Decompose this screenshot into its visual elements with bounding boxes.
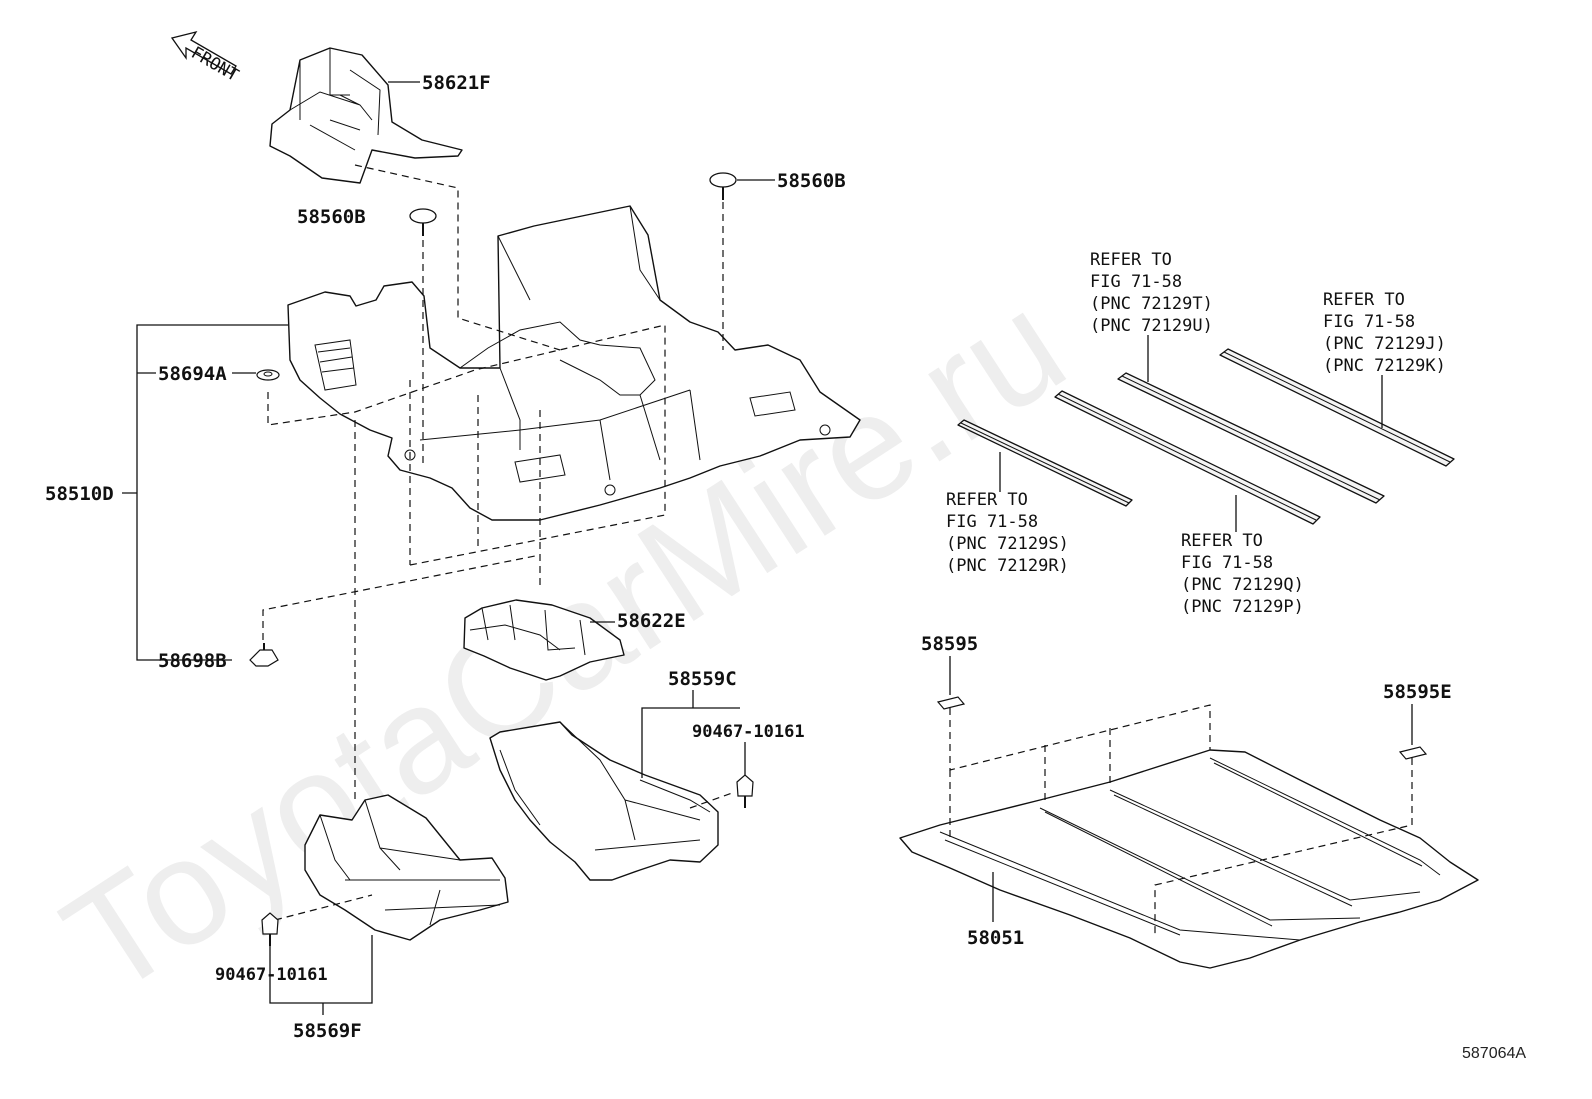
refer-note-tu: REFER TO FIG 71-58 (PNC 72129T) (PNC 721… xyxy=(1090,250,1213,336)
refer-note-qp: REFER TO FIG 71-58 (PNC 72129Q) (PNC 721… xyxy=(1181,531,1304,617)
part-number-58051[interactable]: 58051 xyxy=(967,927,1024,949)
part-58559C[interactable] xyxy=(489,721,719,881)
refer-note-jk-line1: REFER TO xyxy=(1323,290,1405,310)
bracket-58569F xyxy=(269,935,373,1004)
assembly-guide-lines-rear xyxy=(949,704,1413,935)
clip-90467-left-icon[interactable] xyxy=(261,912,279,946)
refer-note-sr: REFER TO FIG 71-58 (PNC 72129S) (PNC 721… xyxy=(946,490,1069,576)
guide-90467-right xyxy=(689,791,736,809)
refer-note-tu-line2: FIG 71-58 xyxy=(1090,272,1182,292)
refer-note-sr-line2: FIG 71-58 xyxy=(946,512,1038,532)
part-58051[interactable] xyxy=(899,749,1479,969)
part-number-58560B-left[interactable]: 58560B xyxy=(297,206,366,228)
clip-58595E-icon[interactable] xyxy=(1398,746,1428,760)
refer-note-qp-line1: REFER TO xyxy=(1181,531,1263,551)
part-number-58698B[interactable]: 58698B xyxy=(158,650,227,672)
refer-note-tu-line4: (PNC 72129U) xyxy=(1090,316,1213,336)
refer-note-jk-line2: FIG 71-58 xyxy=(1323,312,1415,332)
sill-strip-jk[interactable] xyxy=(1219,348,1455,467)
clip-58698B-icon[interactable] xyxy=(249,643,279,667)
bracket-58510D xyxy=(122,324,288,661)
refer-note-tu-line3: (PNC 72129T) xyxy=(1090,294,1213,314)
part-58622E[interactable] xyxy=(463,599,625,681)
part-number-90467-right[interactable]: 90467-10161 xyxy=(692,722,805,742)
front-label: FRONT xyxy=(188,43,242,86)
refer-note-tu-line1: REFER TO xyxy=(1090,250,1172,270)
bracket-58559C xyxy=(641,707,740,778)
diagram-code: 587064A xyxy=(1462,1045,1526,1062)
assembly-guide-lines xyxy=(262,164,724,800)
guide-90467-left xyxy=(274,894,373,921)
refer-note-jk: REFER TO FIG 71-58 (PNC 72129J) (PNC 721… xyxy=(1323,290,1446,376)
sill-strip-tu[interactable] xyxy=(1117,372,1385,504)
part-number-58595[interactable]: 58595 xyxy=(921,633,978,655)
clip-58595-icon[interactable] xyxy=(936,696,966,710)
clip-58560B-right-icon[interactable] xyxy=(709,172,737,200)
part-number-58694A[interactable]: 58694A xyxy=(158,363,227,385)
clip-58560B-left-icon[interactable] xyxy=(409,208,437,236)
part-number-58569F[interactable]: 58569F xyxy=(293,1020,362,1042)
part-number-58559C[interactable]: 58559C xyxy=(668,668,737,690)
clip-90467-right-icon[interactable] xyxy=(736,774,754,808)
grommet-58694A-icon[interactable] xyxy=(256,369,280,381)
part-number-90467-left[interactable]: 90467-10161 xyxy=(215,965,328,985)
refer-note-sr-line4: (PNC 72129R) xyxy=(946,556,1069,576)
refer-note-qp-line2: FIG 71-58 xyxy=(1181,553,1273,573)
refer-note-sr-line1: REFER TO xyxy=(946,490,1028,510)
refer-note-jk-line4: (PNC 72129K) xyxy=(1323,356,1446,376)
part-number-58510D[interactable]: 58510D xyxy=(45,483,114,505)
sill-strip-qp[interactable] xyxy=(1054,390,1321,525)
front-arrow-icon xyxy=(170,30,237,75)
part-number-58622E[interactable]: 58622E xyxy=(617,610,686,632)
refer-note-sr-line3: (PNC 72129S) xyxy=(946,534,1069,554)
part-58569F[interactable] xyxy=(304,794,509,941)
part-number-58560B-right[interactable]: 58560B xyxy=(777,170,846,192)
part-58621F[interactable] xyxy=(269,47,463,184)
refer-note-jk-line3: (PNC 72129J) xyxy=(1323,334,1446,354)
sill-strip-sr[interactable] xyxy=(957,419,1133,507)
part-58510D[interactable] xyxy=(287,205,861,521)
part-number-58621F[interactable]: 58621F xyxy=(422,72,491,94)
refer-note-qp-line4: (PNC 72129P) xyxy=(1181,597,1304,617)
refer-note-qp-line3: (PNC 72129Q) xyxy=(1181,575,1304,595)
part-number-58595E[interactable]: 58595E xyxy=(1383,681,1452,703)
